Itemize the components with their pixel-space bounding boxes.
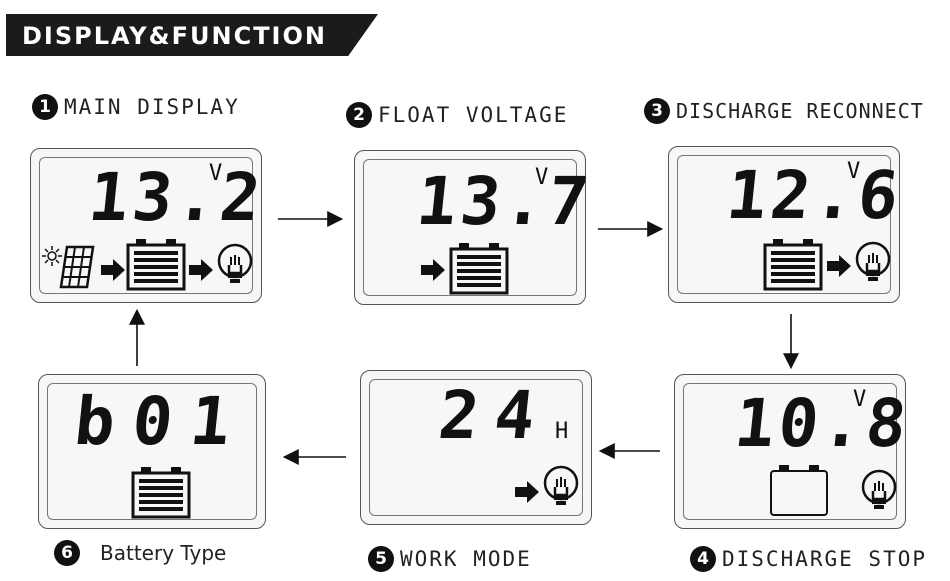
lcd-frame xyxy=(369,379,583,516)
lcd-frame xyxy=(39,157,253,294)
step-number-badge: 5 xyxy=(368,546,394,572)
lcd-frame xyxy=(677,155,891,294)
unit-label: V xyxy=(535,165,549,190)
step-title: Battery Type xyxy=(100,541,227,565)
step-title: MAIN DISPLAY xyxy=(64,95,240,119)
step-number-badge: 3 xyxy=(644,98,670,124)
work-mode-panel: 24 H xyxy=(360,370,592,525)
step-6-label: 6 Battery Type xyxy=(54,540,226,566)
discharge-stop-panel: 10.8 V xyxy=(674,374,914,529)
lcd-frame xyxy=(47,383,257,520)
step-title: DISCHARGE RECONNECT xyxy=(676,99,924,123)
header-banner: DISPLAY&FUNCTION xyxy=(6,14,378,56)
float-voltage-panel: 13.7 V xyxy=(354,150,596,305)
page-title: DISPLAY&FUNCTION xyxy=(22,22,327,50)
lcd-frame xyxy=(683,383,897,520)
step-number-badge: 4 xyxy=(690,546,716,572)
step-2-label: 2 FLOAT VOLTAGE xyxy=(346,102,568,128)
step-3-label: 3 DISCHARGE RECONNECT xyxy=(644,98,924,124)
unit-label: H xyxy=(555,419,569,444)
step-1-label: 1 MAIN DISPLAY xyxy=(32,94,240,120)
sun-icon xyxy=(42,246,62,266)
step-5-label: 5 WORK MODE xyxy=(368,546,532,572)
step-4-label: 4 DISCHARGE STOP xyxy=(690,546,927,572)
battery-type-panel: b01 xyxy=(38,374,266,529)
discharge-reconnect-panel: 12.6 V xyxy=(668,146,906,303)
step-number-badge: 1 xyxy=(32,94,58,120)
unit-label: V xyxy=(853,387,867,412)
step-number-badge: 2 xyxy=(346,102,372,128)
unit-label: V xyxy=(847,159,861,184)
main-display-panel: 13.2 V xyxy=(30,148,268,303)
step-title: DISCHARGE STOP xyxy=(722,547,928,571)
step-number-badge: 6 xyxy=(54,540,80,566)
solar-panel-icon xyxy=(59,245,95,289)
step-title: WORK MODE xyxy=(400,547,532,571)
step-title: FLOAT VOLTAGE xyxy=(378,103,569,127)
lcd-frame xyxy=(363,159,577,296)
unit-label: V xyxy=(209,161,223,186)
battery-empty-icon xyxy=(770,465,828,516)
